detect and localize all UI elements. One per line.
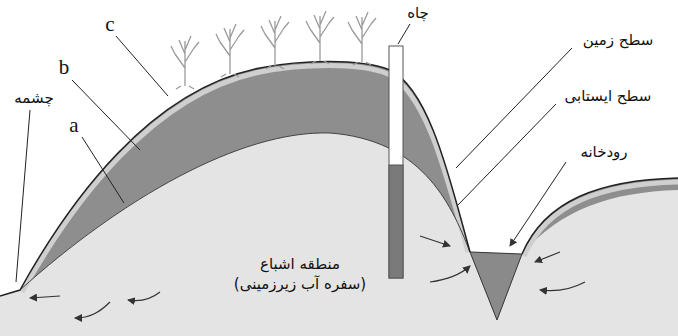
well-water: [389, 165, 403, 278]
flow-arrows: [30, 236, 585, 318]
water-table-label: سطح ایستابی: [565, 87, 652, 105]
zone-heading: منطقه اشباع: [230, 254, 370, 274]
land-surface-label: سطح زمین: [583, 31, 654, 49]
saturated-zone-label: منطقه اشباع(سفره آب زیرزمینی): [230, 254, 370, 295]
well-label: چاه: [407, 4, 429, 22]
river-water: [470, 252, 522, 320]
river-label: رودخانه: [580, 143, 627, 161]
callout-letter: c: [105, 12, 114, 37]
leader-lines: [16, 24, 572, 282]
land-surface-line: [0, 62, 678, 297]
soil-rim-right: [524, 182, 678, 256]
well-shaft: [389, 46, 403, 278]
spring-label: چشمه: [14, 89, 53, 107]
saturated-zone: [0, 62, 678, 336]
callout-letter: b: [59, 55, 70, 80]
callout-letter: a: [69, 113, 78, 138]
trees: [171, 11, 376, 89]
zone-subheading: (سفره آب زیرزمینی): [230, 274, 370, 294]
